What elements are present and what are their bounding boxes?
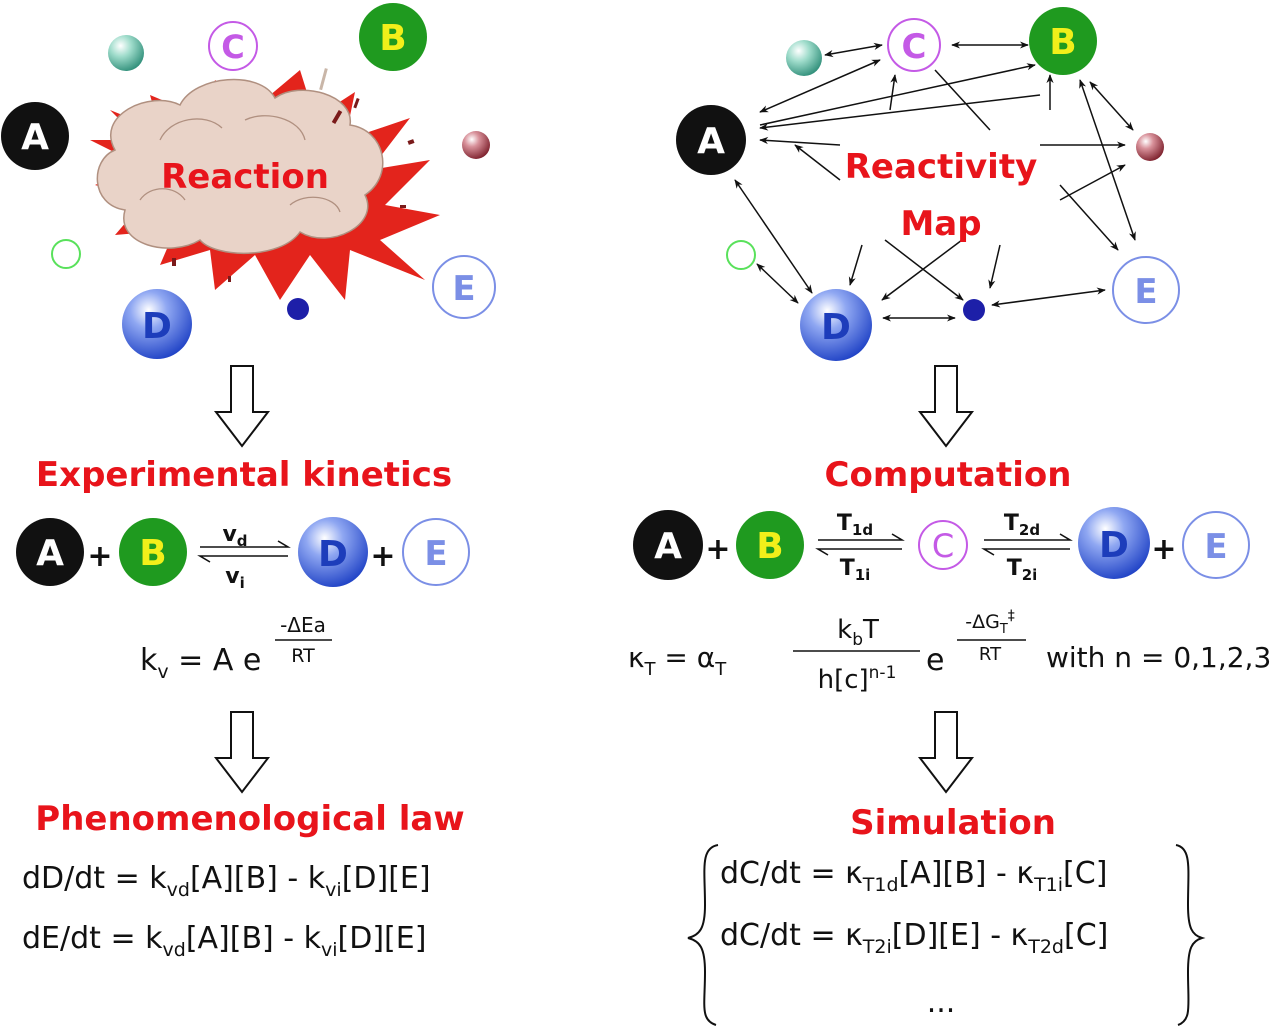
svg-text:kv = A e: kv = A e <box>140 643 261 683</box>
left-species-group: C B A E D <box>1 3 496 359</box>
map-species-c <box>887 18 941 72</box>
svg-text:T1d: T1d <box>837 511 873 539</box>
species-e-circle <box>432 255 496 319</box>
arrhenius-equation: kv = A e -ΔEa RT <box>140 613 332 683</box>
svg-text:RT: RT <box>291 645 315 667</box>
reaction-explosion: Reaction <box>90 68 440 300</box>
map-ball-teal <box>786 40 822 76</box>
ring-green <box>51 239 81 269</box>
svg-text:-ΔGT‡: -ΔGT‡ <box>965 608 1015 637</box>
species-d-circle <box>122 289 192 359</box>
svg-text:vd: vd <box>222 522 247 550</box>
species-a-circle <box>1 102 69 170</box>
ball-maroon <box>462 131 490 159</box>
simulation-equation-2: dC/dt = κT2i[D][E] - κT2d[C] <box>720 918 1108 958</box>
species-b-circle <box>359 3 427 71</box>
svg-text:RT: RT <box>979 644 1002 665</box>
species-b-label: B <box>379 18 406 59</box>
svg-text:vi: vi <box>225 564 245 592</box>
right-reaction-equation: A + B T1d T1i C T2d T2i D + E <box>633 507 1250 584</box>
simulation-ellipsis: ... <box>927 985 956 1020</box>
svg-text:B: B <box>139 533 166 574</box>
svg-text:e: e <box>926 643 944 678</box>
svg-text:T1i: T1i <box>840 556 871 584</box>
reactivity-map-label-1: Reactivity <box>845 147 1037 187</box>
svg-text:D: D <box>318 534 348 575</box>
species-c-label: C <box>221 28 244 66</box>
reactivity-map: Reactivity Map C B A E D <box>676 7 1180 361</box>
svg-text:+: + <box>1151 532 1176 567</box>
map-ring-green <box>726 240 756 270</box>
svg-text:E: E <box>1204 527 1227 567</box>
svg-text:C: C <box>932 527 954 565</box>
map-species-b <box>1029 7 1097 75</box>
svg-text:kbT: kbT <box>837 615 879 650</box>
simulation-equation-1: dC/dt = κT1d[A][B] - κT1i[C] <box>720 856 1107 896</box>
map-ball-maroon <box>1136 133 1164 161</box>
law-equation-2: dE/dt = kvd[A][B] - kvi[D][E] <box>22 921 426 961</box>
map-species-d <box>800 289 872 361</box>
svg-text:+: + <box>87 539 112 574</box>
left-reaction-equation: A + B vd vi D + E <box>16 517 470 592</box>
svg-text:D: D <box>821 307 851 348</box>
simulation-heading: Simulation <box>850 803 1056 843</box>
phenomenological-law-heading: Phenomenological law <box>35 799 464 839</box>
experimental-kinetics-heading: Experimental kinetics <box>36 455 452 495</box>
svg-text:A: A <box>654 526 682 567</box>
svg-text:A: A <box>697 121 725 162</box>
svg-text:E: E <box>424 534 447 574</box>
down-arrow-left-1 <box>213 365 271 448</box>
species-e-label: E <box>452 269 475 309</box>
eyring-equation: κT = αT kbT h[c]n-1 e -ΔGT‡ RT with n = … <box>628 608 1271 695</box>
right-brace <box>1175 844 1206 1026</box>
down-arrow-right-1 <box>917 365 975 448</box>
reaction-label: Reaction <box>161 157 329 197</box>
svg-text:C: C <box>902 27 927 67</box>
svg-text:T2i: T2i <box>1007 556 1038 584</box>
svg-text:κT = αT: κT = αT <box>628 641 727 680</box>
map-ball-navy <box>963 299 985 321</box>
svg-text:+: + <box>705 532 730 567</box>
map-species-a <box>676 105 746 175</box>
ball-navy <box>287 298 309 320</box>
species-a-label: A <box>21 117 49 158</box>
map-species-e <box>1112 256 1180 324</box>
law-equation-1: dD/dt = kvd[A][B] - kvi[D][E] <box>22 861 431 901</box>
reactivity-map-arrows <box>734 41 1136 322</box>
svg-text:A: A <box>36 533 64 574</box>
svg-text:+: + <box>370 539 395 574</box>
svg-text:-ΔEa: -ΔEa <box>280 613 326 637</box>
down-arrow-left-2 <box>213 711 271 794</box>
svg-text:B: B <box>756 526 783 567</box>
left-brace <box>687 844 719 1026</box>
explosion-debris <box>172 68 415 282</box>
species-d-label: D <box>142 306 172 347</box>
svg-text:E: E <box>1134 272 1157 312</box>
svg-text:D: D <box>1099 525 1129 566</box>
species-c-circle <box>208 21 258 71</box>
down-arrow-right-2 <box>917 711 975 794</box>
cloud-shape <box>96 78 384 254</box>
ball-teal <box>108 35 144 71</box>
reactivity-map-label-2: Map <box>900 204 981 244</box>
svg-text:T2d: T2d <box>1004 511 1040 539</box>
svg-text:B: B <box>1049 22 1076 63</box>
svg-text:h[c]n-1: h[c]n-1 <box>818 663 897 695</box>
computation-heading: Computation <box>825 455 1072 495</box>
svg-text:with n = 0,1,2,3: with n = 0,1,2,3 <box>1046 641 1271 674</box>
